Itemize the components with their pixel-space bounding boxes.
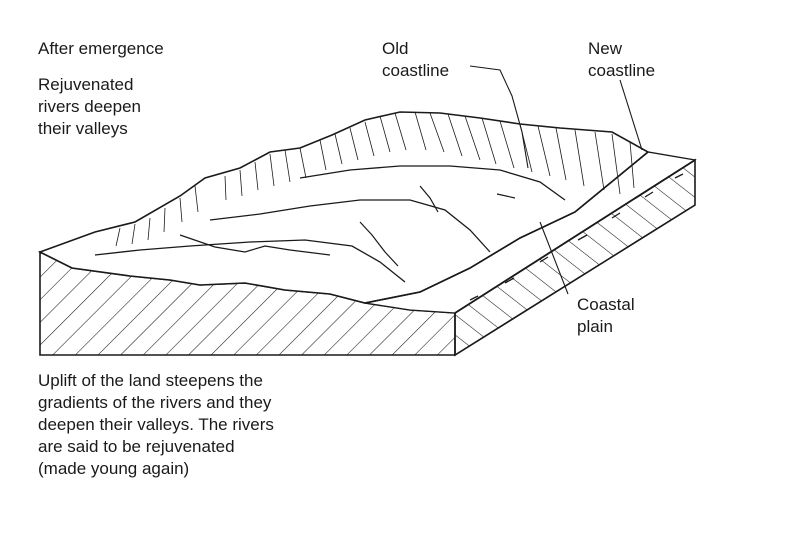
valley-floor-1 (94, 239, 406, 283)
caption: Uplift of the land steepens the gradient… (38, 370, 274, 480)
old-coastline-label-line: Old (382, 39, 409, 58)
new-coastline-label-line: New (588, 39, 623, 58)
process-note-line: rivers deepen (38, 97, 142, 116)
new-coastline-leader (619, 79, 643, 151)
coastal-plain-leader (539, 221, 569, 295)
process-note: Rejuvenated rivers deepen their valleys (38, 74, 141, 140)
old-coastline-label: Old coastline (382, 38, 449, 82)
caption-line: are said to be rejuvenated (38, 437, 235, 456)
process-note-line: Rejuvenated (38, 75, 134, 94)
process-note-line: their valleys (38, 119, 128, 138)
new-coastline-label: New coastline (588, 38, 655, 82)
land-surface (37, 111, 650, 304)
old-coastline-label-line: coastline (382, 61, 450, 80)
coastal-plain-label: Coastal plain (577, 294, 635, 338)
river-channel (179, 185, 516, 267)
valley-floor-3 (299, 165, 566, 201)
caption-line: (made young again) (38, 459, 190, 478)
old-coastline-edge (364, 151, 649, 304)
coastal-plain-label-line: Coastal (577, 295, 635, 314)
valley-floor-2 (209, 199, 491, 253)
caption-line: gradients of the rivers and they (38, 393, 272, 412)
plain-surface-edge (454, 159, 696, 314)
coastal-plain-label-line: plain (577, 317, 613, 336)
caption-line: deepen their valleys. The rivers (38, 415, 274, 434)
slope-hachures (115, 111, 635, 247)
caption-line: Uplift of the land steepens the (38, 371, 263, 390)
stage-title: After emergence (38, 39, 164, 58)
plain-sediment (469, 173, 684, 301)
old-coastline-leader (469, 65, 529, 169)
new-coastline-label-line: coastline (588, 61, 656, 80)
